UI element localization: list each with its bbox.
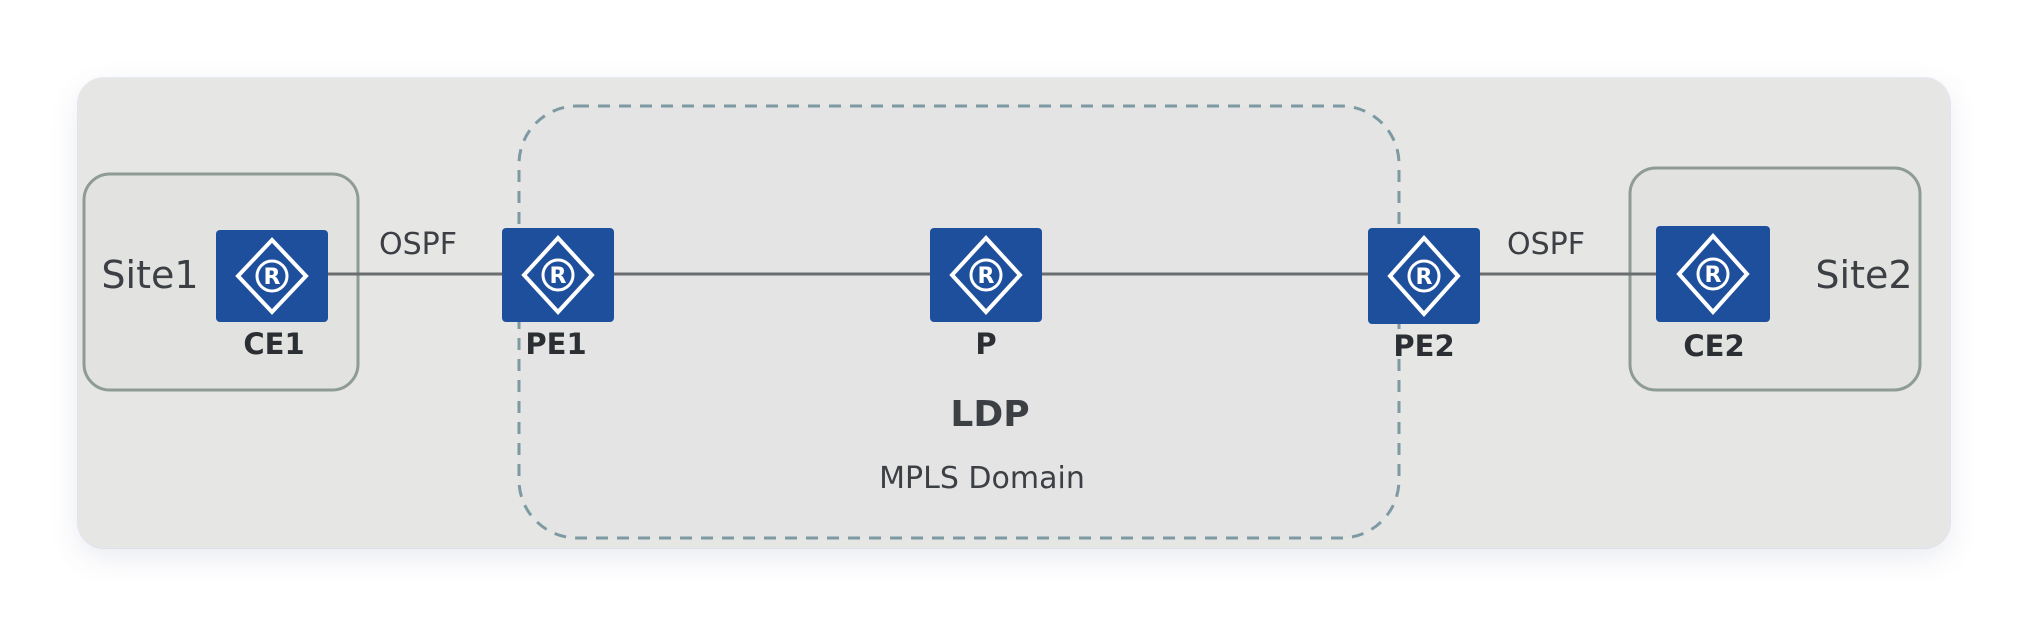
router-diamond-icon — [1387, 235, 1461, 317]
router-diamond-icon — [949, 235, 1023, 315]
site2-boundary — [1628, 166, 1922, 392]
node-label-pe1: PE1 — [525, 327, 586, 361]
site1-label: Site1 — [101, 253, 198, 297]
router-ce2[interactable]: R — [1656, 226, 1770, 322]
router-glyph: R — [264, 265, 281, 290]
router-icon — [1368, 228, 1480, 324]
network-diagram: OSPF OSPF Site1 Site2 R CE1 R PE1 — [82, 104, 1922, 540]
node-label-pe2: PE2 — [1393, 329, 1454, 363]
node-label-p: P — [975, 327, 996, 361]
router-pe2[interactable]: R — [1368, 228, 1480, 324]
link-label-ce1-pe1: OSPF — [379, 227, 457, 262]
router-icon — [502, 228, 614, 322]
domain-protocol-label: LDP — [950, 394, 1029, 435]
router-glyph: R — [1705, 263, 1722, 288]
node-label-ce2: CE2 — [1683, 329, 1744, 363]
node-label-ce1: CE1 — [243, 327, 304, 361]
router-diamond-icon — [1676, 233, 1750, 315]
router-icon — [216, 230, 328, 322]
router-glyph: R — [1416, 265, 1433, 290]
diagram-card: OSPF OSPF Site1 Site2 R CE1 R PE1 — [78, 78, 1950, 548]
router-diamond-icon — [521, 235, 595, 315]
link-label-pe2-ce2: OSPF — [1507, 227, 1585, 262]
router-icon — [930, 228, 1042, 322]
router-p[interactable]: R — [930, 228, 1042, 322]
router-glyph: R — [550, 264, 567, 289]
router-glyph: R — [978, 264, 995, 289]
site2-label: Site2 — [1815, 253, 1912, 297]
router-ce1[interactable]: R — [216, 230, 328, 322]
domain-name-label: MPLS Domain — [879, 461, 1085, 496]
router-pe1[interactable]: R — [502, 228, 614, 322]
router-diamond-icon — [235, 237, 309, 315]
router-icon — [1656, 226, 1770, 322]
